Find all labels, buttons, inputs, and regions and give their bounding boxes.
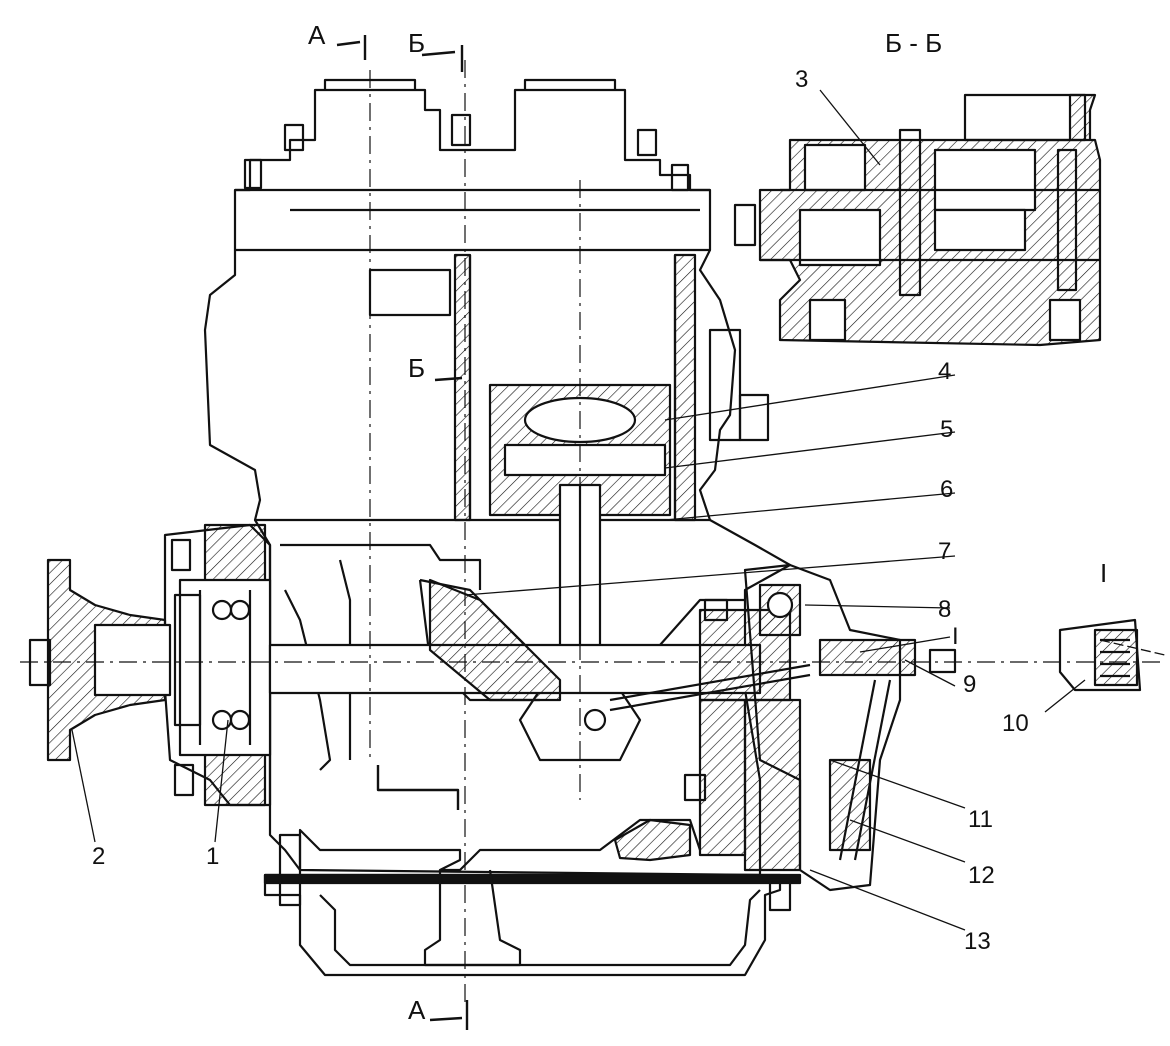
cylinder-block bbox=[203, 249, 770, 522]
crankcase bbox=[163, 519, 792, 877]
rear-cover bbox=[683, 563, 957, 892]
callout-leaders bbox=[71, 89, 1166, 931]
drive-pulley bbox=[28, 538, 202, 797]
callout-2: 2 bbox=[92, 843, 106, 870]
callout-7: 7 bbox=[938, 538, 952, 565]
section-view-title: Б - Б bbox=[885, 28, 943, 58]
section-marker-a-top: А bbox=[308, 20, 326, 50]
callout-5: 5 bbox=[940, 416, 954, 443]
section-marker-b-mid: Б bbox=[408, 353, 426, 383]
callout-13: 13 bbox=[964, 928, 991, 955]
callout-9: 9 bbox=[963, 671, 977, 698]
callout-12: 12 bbox=[968, 862, 995, 889]
callout-11: 11 bbox=[968, 806, 993, 833]
oil-sump bbox=[263, 818, 802, 977]
callout-3: 3 bbox=[795, 66, 809, 93]
section-view-b-b bbox=[733, 93, 1102, 347]
callout-8: 8 bbox=[938, 596, 952, 623]
section-marker-b-top: Б bbox=[408, 28, 426, 58]
section-marker-a-bottom: А bbox=[408, 995, 426, 1025]
detail-marker: I bbox=[952, 623, 959, 650]
crankshaft bbox=[268, 578, 811, 712]
detail-view-i bbox=[1058, 618, 1142, 692]
callout-6: 6 bbox=[940, 476, 954, 503]
center-lines bbox=[20, 60, 1160, 1005]
section-cut-lines bbox=[336, 35, 469, 1030]
cylinder-head bbox=[233, 78, 712, 252]
detail-view-title: I bbox=[1100, 558, 1108, 588]
callout-4: 4 bbox=[938, 358, 952, 385]
callout-10: 10 bbox=[1002, 710, 1029, 737]
callout-1: 1 bbox=[206, 843, 220, 870]
